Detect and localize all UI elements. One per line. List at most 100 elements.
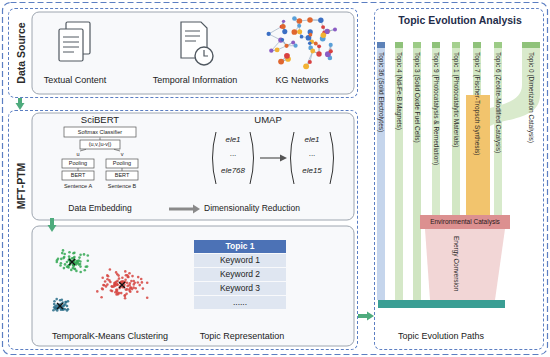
illustration-part [413,42,421,48]
data-point [96,290,99,293]
table-cell: Keyword 3 [194,282,286,295]
annotation-label: ele768 [221,166,245,175]
illustration-part [204,50,208,56]
arrow-head [367,312,374,321]
annotation-label: Energy Conversion [452,236,459,291]
data-point [124,278,127,281]
illustration-part [413,48,421,300]
kg-entity [282,20,285,23]
arrow-shaft [50,218,54,226]
illustration-part [63,52,74,53]
kg-entity [267,32,271,36]
kg-entity [297,29,302,34]
illustration-part [106,159,138,168]
illustration-part [106,171,138,180]
illustration-part [100,138,101,141]
data-point [103,284,106,287]
data-point [116,280,119,283]
data-point [111,286,114,289]
data-point [64,303,67,306]
kg-entity [281,24,286,29]
figure-frame [3,3,548,355]
data-point [107,275,110,278]
vector-brackets [213,132,334,184]
data-point [124,270,127,273]
kg-entity [275,48,280,53]
kg-entity [293,44,297,48]
illustration-part [80,149,86,151]
data-point [63,267,66,270]
kg-entity [321,25,325,29]
illustration-part [195,47,213,65]
arrow-shaft [358,314,368,318]
data-point [106,283,109,286]
data-point [124,295,127,298]
data-point [113,282,116,285]
embedding-inner-box [32,113,354,220]
data-point [60,262,63,265]
centroid-mark [57,303,63,309]
data-point [86,265,89,268]
arrow-shaft [169,208,194,211]
data-point [55,298,58,301]
data-point [129,282,132,285]
kg-entity [310,49,315,54]
kg-entity [278,59,284,65]
kg-entity [318,17,323,22]
document-icon [59,22,90,61]
data-point [74,268,77,271]
kg-entity [314,42,318,46]
node-text: UMAP [254,115,281,126]
data-point [125,274,128,277]
data-point [137,281,140,284]
annotation-label: Topic 0 (Dimerization Catalysis) [527,52,534,143]
temporal-document-icon [181,22,213,65]
data-point [125,288,128,291]
annotation-label: Topic 9 (Photocatalysis & Remediation) [432,52,439,165]
topic-table: Topic 1Keyword 1Keyword 2Keyword 3......… [186,240,298,344]
kg-entity [308,60,312,64]
data-point [125,293,128,296]
data-point [87,254,90,257]
source-item: Textual Content [30,74,120,88]
node-text: Temporal Information [153,75,238,85]
illustration-part [213,132,217,184]
illustration-part [59,29,83,61]
annotation-label: Topic 4 (Nd-Fe-B Magnets) [395,52,402,130]
annotation-label: Pooling [113,160,131,166]
data-point [63,256,66,259]
sentence-bert-sketch [62,127,138,180]
annotation-label: (u,v,|u-v|) [89,141,112,147]
kg-entity [317,44,321,48]
illustration-part [395,42,403,48]
data-point [134,287,137,290]
data-point [137,276,140,279]
annotation-label: ele15 [302,166,322,175]
illustration-part [63,47,79,48]
node-text: Topic Evolution Analysis [398,14,522,26]
data-point [121,280,124,283]
kg-entity [321,32,327,38]
illustration-part [122,168,123,171]
data-point [79,271,82,274]
data-point [79,263,82,266]
flow-arrow [48,218,57,232]
illustration-part [473,42,481,48]
cluster-scatter [52,249,148,312]
kg-entity [284,53,290,59]
illustration-part [378,300,505,308]
data-point [124,297,127,300]
data-point [111,290,114,293]
kg-entity [292,16,297,21]
clustering-inner-box [32,226,354,346]
illustration-part [250,132,254,184]
illustration-part [494,48,502,215]
kg-entity [329,43,333,47]
data-point [109,268,112,271]
kg-entity [308,41,312,45]
data-point [73,267,76,270]
data-point [53,300,56,303]
data-point [68,251,71,254]
data-point [121,277,124,280]
data-point [63,253,66,256]
